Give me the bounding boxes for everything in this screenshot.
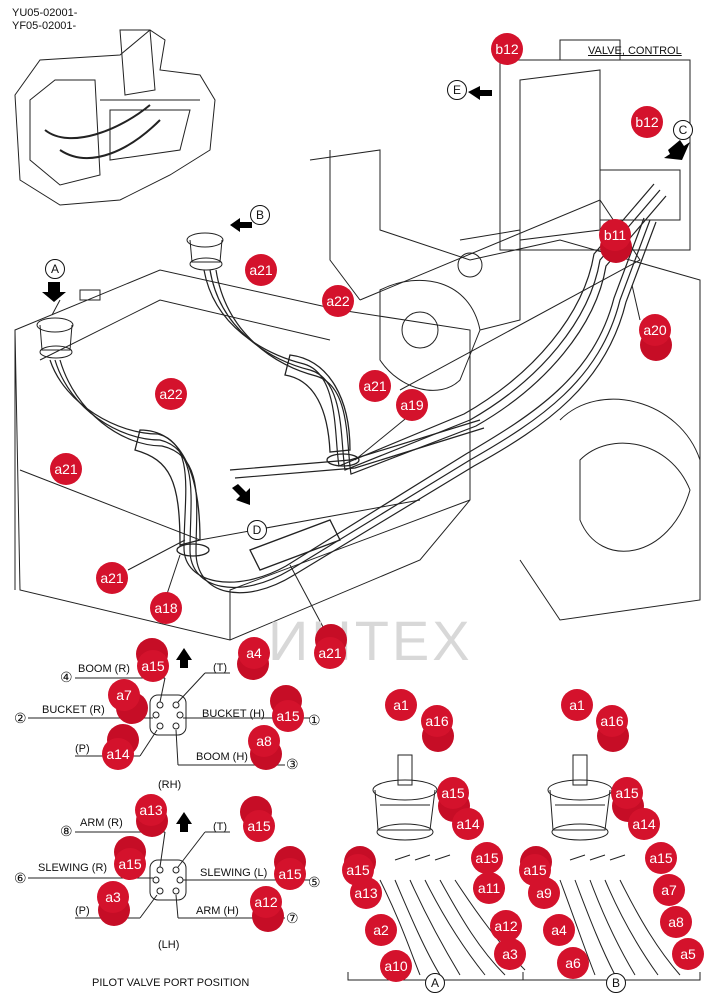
lh-port-7-name: ARM (H) [196, 905, 239, 917]
view-a-callout-a2[interactable]: a2 [365, 914, 397, 946]
callout-a22-left[interactable]: a22 [155, 378, 187, 410]
lh-port-7-num: ⑦ [286, 910, 299, 926]
rh-callout-a15-top[interactable]: a15 [137, 650, 169, 682]
leader-lines [127, 284, 641, 641]
serial-number-line2: YF05-02001- [12, 20, 77, 32]
view-a-callout-a16[interactable]: a16 [421, 705, 453, 737]
lh-callout-a15-right[interactable]: a15 [274, 858, 306, 890]
rh-port-3-name: BOOM (H) [196, 751, 248, 763]
callout-a19[interactable]: a19 [396, 389, 428, 421]
callout-a18[interactable]: a18 [150, 592, 182, 624]
callout-a22-upper[interactable]: a22 [322, 285, 354, 317]
view-b-callout-a15-right[interactable]: a15 [645, 842, 677, 874]
lh-port-8-name: ARM (R) [80, 817, 123, 829]
view-arrows [42, 86, 690, 832]
rh-callout-a14[interactable]: a14 [102, 738, 134, 770]
view-letter-a: A [45, 259, 65, 279]
rh-port-4-name: BOOM (R) [78, 663, 130, 675]
hose-bundles [49, 183, 667, 594]
rh-callout-a8[interactable]: a8 [248, 725, 280, 757]
frame-outline [14, 39, 701, 641]
machine-inset-sketch [14, 29, 216, 206]
view-b-callout-a8[interactable]: a8 [660, 906, 692, 938]
view-a-callout-a3[interactable]: a3 [494, 938, 526, 970]
view-letter-b: B [250, 205, 270, 225]
rh-port-1-num: ① [308, 712, 321, 728]
callout-a21-left[interactable]: a21 [50, 453, 82, 485]
view-a-callout-a14[interactable]: a14 [452, 808, 484, 840]
view-bracket [347, 972, 701, 981]
view-a-callout-a15-top[interactable]: a15 [437, 777, 469, 809]
lh-callout-a13[interactable]: a13 [135, 794, 167, 826]
view-b-callout-a4[interactable]: a4 [543, 914, 575, 946]
lh-port-p: (P) [75, 905, 90, 917]
rh-port-3-num: ③ [286, 756, 299, 772]
rh-port-2-name: BUCKET (R) [42, 704, 105, 716]
rh-port-1-name: BUCKET (H) [202, 708, 265, 720]
valve-control-label: VALVE, CONTROL [588, 45, 682, 57]
view-b-callout-a6[interactable]: a6 [557, 947, 589, 979]
callout-a21-mid[interactable]: a21 [359, 370, 391, 402]
lh-port-8-num: ⑧ [60, 823, 73, 839]
protective-sleeves [134, 354, 360, 571]
pilot-valve-right [186, 232, 224, 271]
watermark: ИНТЕХ [268, 609, 473, 672]
view-b-callout-a16[interactable]: a16 [596, 705, 628, 737]
rh-diagram-label: (RH) [158, 779, 182, 791]
lh-callout-a12[interactable]: a12 [250, 886, 282, 918]
rh-callout-a7[interactable]: a7 [108, 679, 140, 711]
rh-callout-a4[interactable]: a4 [238, 637, 270, 669]
view-letter-c: C [673, 120, 693, 140]
lh-port-6-name: SLEWING (R) [38, 862, 108, 874]
view-a-callout-a15-right[interactable]: a15 [471, 842, 503, 874]
rh-port-p: (P) [75, 743, 90, 755]
view-a-callout-a1[interactable]: a1 [385, 689, 417, 721]
view-a-callout-a10[interactable]: a10 [380, 950, 412, 982]
view-b-callout-a5[interactable]: a5 [672, 938, 704, 970]
lh-callout-a3[interactable]: a3 [97, 881, 129, 913]
lh-callout-a15-left[interactable]: a15 [114, 848, 146, 880]
lh-port-5-name: SLEWING (L) [200, 867, 268, 879]
view-letter-e: E [447, 80, 467, 100]
rh-port-4-num: ④ [60, 669, 73, 685]
serial-number-line1: YU05-02001- [12, 7, 78, 19]
view-b-letter: B [606, 973, 626, 993]
detail-valve-b [547, 754, 681, 976]
callout-a21-upper[interactable]: a21 [245, 254, 277, 286]
callout-b12-top[interactable]: b12 [491, 33, 523, 65]
rh-port-t: (T) [213, 662, 228, 674]
rh-port-2-num: ② [14, 710, 27, 726]
view-b-callout-a15-top[interactable]: a15 [611, 777, 643, 809]
view-a-letter: A [425, 973, 445, 993]
rh-callout-a15-right[interactable]: a15 [272, 700, 304, 732]
view-a-callout-a11[interactable]: a11 [473, 872, 505, 904]
view-b-callout-a9[interactable]: a9 [528, 877, 560, 909]
pilot-valve-left [36, 299, 74, 359]
view-b-callout-a14[interactable]: a14 [628, 808, 660, 840]
view-letter-d: D [247, 520, 267, 540]
lh-callout-a15-top[interactable]: a15 [243, 810, 275, 842]
lh-port-t: (T) [213, 821, 228, 833]
callout-b11[interactable]: b11 [599, 219, 631, 251]
view-b-callout-a1[interactable]: a1 [561, 689, 593, 721]
lh-port-5-num: ⑤ [308, 874, 321, 890]
callout-a21-bottom[interactable]: a21 [314, 637, 346, 669]
callout-a20[interactable]: a20 [639, 314, 671, 346]
callout-a21-lower[interactable]: a21 [96, 562, 128, 594]
view-a-callout-a13[interactable]: a13 [350, 877, 382, 909]
lh-diagram-label: (LH) [158, 939, 180, 951]
lh-port-6-num: ⑥ [14, 870, 27, 886]
view-b-callout-a7[interactable]: a7 [653, 874, 685, 906]
view-a-callout-a12[interactable]: a12 [490, 910, 522, 942]
callout-b12-right[interactable]: b12 [631, 106, 663, 138]
footer-caption: PILOT VALVE PORT POSITION [92, 977, 250, 989]
